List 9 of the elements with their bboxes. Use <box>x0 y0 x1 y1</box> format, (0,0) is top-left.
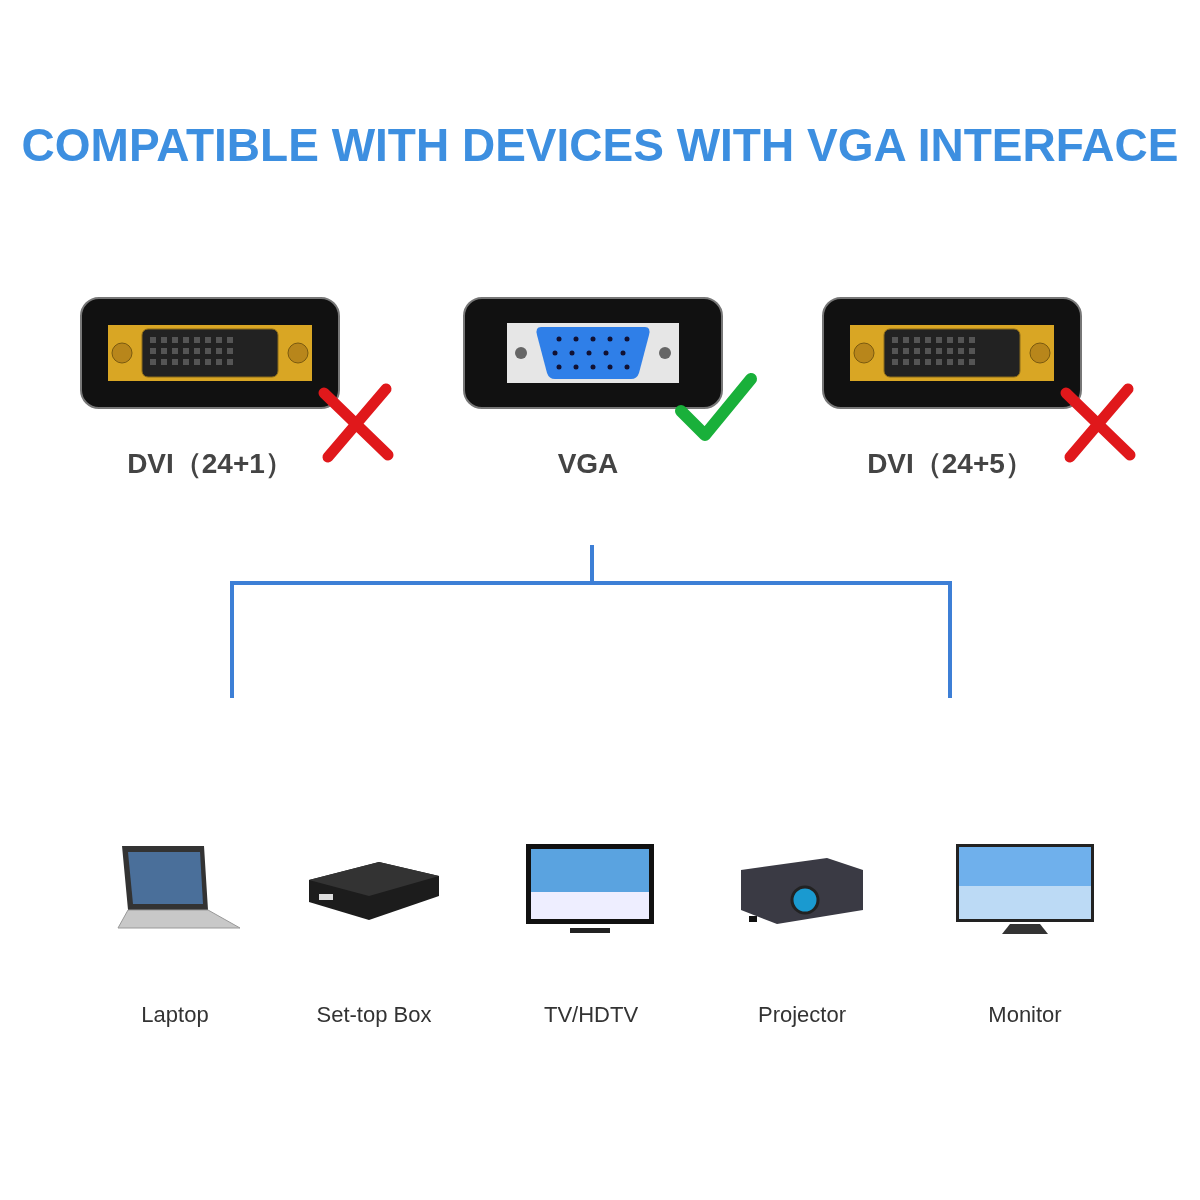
connector-label: DVI（24+5） <box>867 447 1033 481</box>
device-label: Laptop <box>141 1002 209 1028</box>
device-label: Monitor <box>988 1002 1062 1028</box>
title: COMPATIBLE WITH DEVICES WITH VGA INTERFACE <box>20 118 1180 172</box>
connector-label: VGA <box>557 448 619 480</box>
device-label: TV/HDTV <box>543 1002 639 1028</box>
device-label: Set-top Box <box>316 1002 432 1028</box>
device-label: Projector <box>758 1002 846 1028</box>
connector-label: DVI（24+1） <box>127 447 293 481</box>
